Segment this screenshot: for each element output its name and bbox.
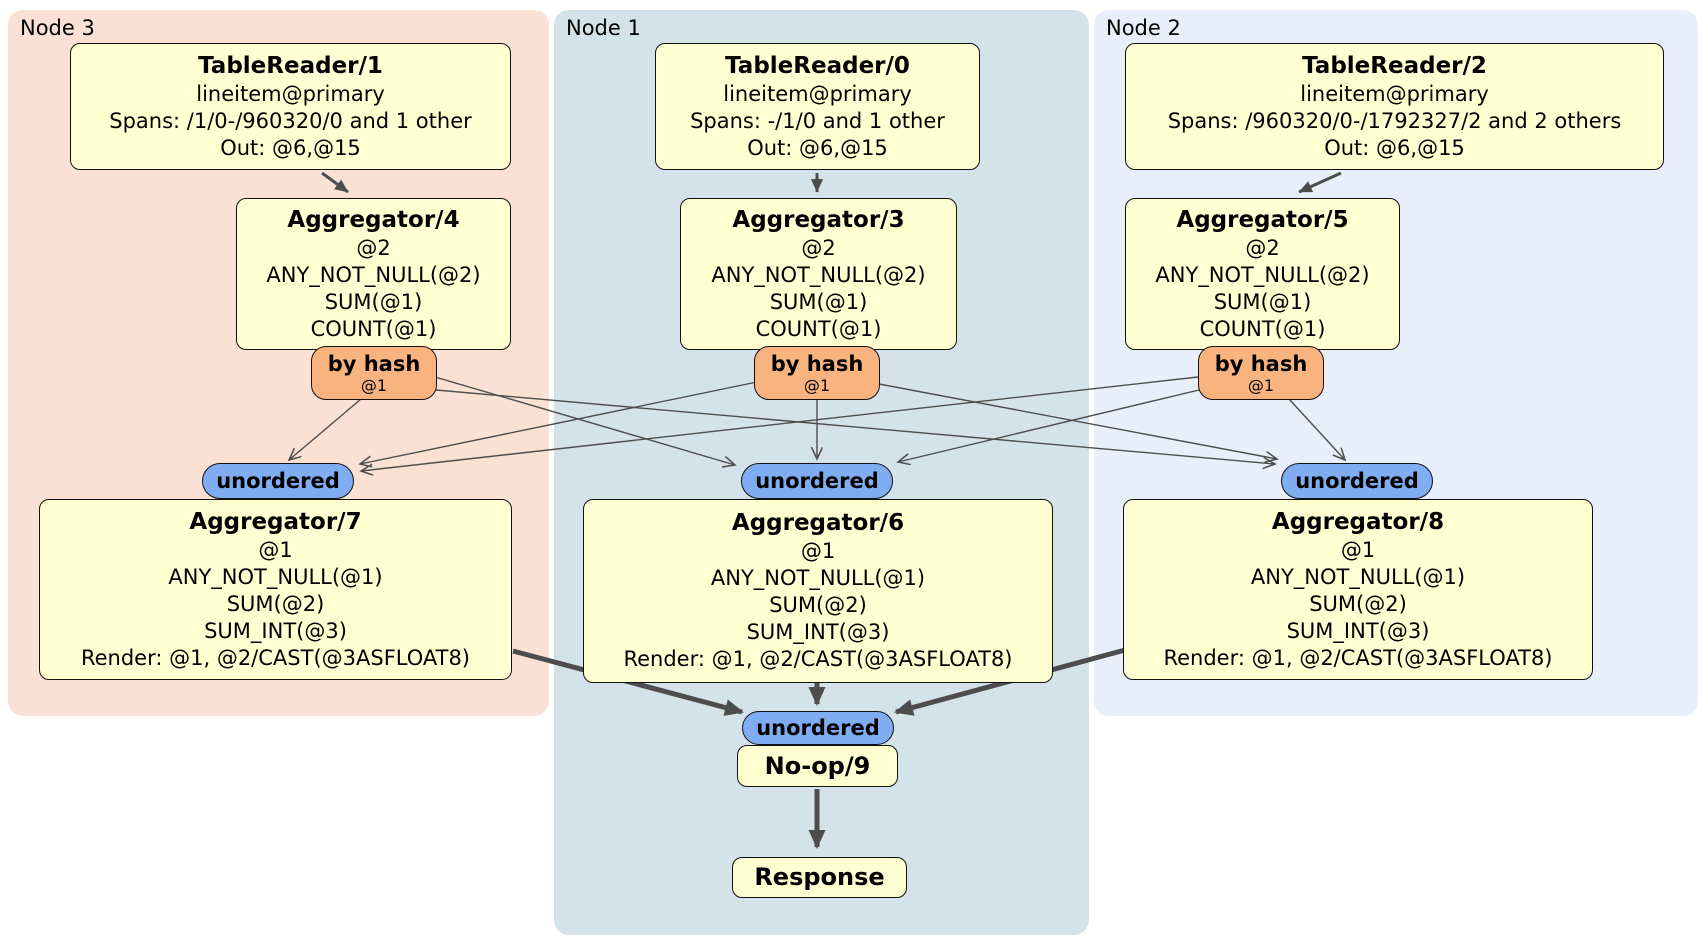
processor-title: Aggregator/3 <box>732 206 905 233</box>
processor-detail: ANY_NOT_NULL(@1) <box>168 564 383 589</box>
processor-detail: SUM(@1) <box>324 289 423 314</box>
processor-aggregator5: Aggregator/5 @2 ANY_NOT_NULL(@2) SUM(@1)… <box>1125 198 1400 350</box>
router-label: by hash <box>327 351 421 376</box>
processor-detail: @1 <box>258 537 293 562</box>
processor-title: Aggregator/6 <box>731 510 905 536</box>
stream-unordered-node3: unordered <box>202 463 354 499</box>
edge-byhash2-unordered2 <box>1288 398 1345 460</box>
processor-detail: ANY_NOT_NULL(@2) <box>1155 262 1370 287</box>
processor-detail: SUM(@1) <box>769 289 868 314</box>
edge-tablereader2-aggregator5 <box>1298 171 1342 194</box>
region-node2-label: Node 2 <box>1106 16 1181 40</box>
processor-detail: @2 <box>801 235 836 260</box>
processor-title: TableReader/1 <box>198 52 383 79</box>
processor-detail: @2 <box>1245 235 1280 260</box>
edge-byhash3-unordered1 <box>434 376 735 465</box>
processor-tablereader0: TableReader/0 lineitem@primary Spans: -/… <box>655 43 980 170</box>
processor-detail: @1 <box>1340 537 1376 562</box>
processor-aggregator4: Aggregator/4 @2 ANY_NOT_NULL(@2) SUM(@1)… <box>236 198 511 350</box>
processor-detail: COUNT(@1) <box>1199 316 1326 341</box>
processor-detail: lineitem@primary <box>196 81 385 106</box>
router-byhash-node1: by hash @1 <box>754 346 880 400</box>
processor-response: Response <box>732 857 907 898</box>
edge-byhash3-unordered3 <box>289 398 362 460</box>
processor-detail: SUM_INT(@3) <box>204 618 347 643</box>
stream-label: unordered <box>756 716 880 740</box>
processor-detail: Render: @1, @2/CAST(@3ASFLOAT8) <box>1163 645 1553 670</box>
router-label: by hash <box>1214 351 1308 376</box>
processor-detail: Spans: /1/0-/960320/0 and 1 other <box>109 108 472 133</box>
processor-detail: @2 <box>356 235 391 260</box>
region-node1-label: Node 1 <box>566 16 641 40</box>
router-byhash-node2: by hash @1 <box>1198 346 1324 400</box>
processor-title: TableReader/2 <box>1302 52 1487 79</box>
edge-byhash2-unordered3 <box>361 376 1199 471</box>
processor-detail: ANY_NOT_NULL(@1) <box>1250 564 1466 589</box>
processor-aggregator6: Aggregator/6 @1 ANY_NOT_NULL(@1) SUM(@2)… <box>583 499 1053 683</box>
processor-detail: Out: @6,@15 <box>747 135 888 160</box>
processor-title: Aggregator/7 <box>189 508 362 535</box>
processor-detail: ANY_NOT_NULL(@2) <box>266 262 481 287</box>
edge-byhash1-unordered3 <box>360 381 758 464</box>
processor-detail: COUNT(@1) <box>755 316 882 341</box>
processor-detail: Spans: /960320/0-/1792327/2 and 2 others <box>1167 108 1622 133</box>
processor-title: Response <box>754 863 885 891</box>
router-detail: @1 <box>1247 375 1275 395</box>
processor-detail: lineitem@primary <box>1300 81 1489 106</box>
processor-detail: Out: @6,@15 <box>220 135 361 160</box>
processor-title: Aggregator/4 <box>287 206 460 233</box>
stream-label: unordered <box>216 469 340 493</box>
stream-unordered-final: unordered <box>742 711 894 745</box>
processor-tablereader2: TableReader/2 lineitem@primary Spans: /9… <box>1125 43 1664 170</box>
processor-detail: ANY_NOT_NULL(@1) <box>710 566 926 590</box>
edge-tablereader1-aggregator4 <box>321 171 349 194</box>
stream-unordered-node1: unordered <box>741 463 893 499</box>
processor-detail: SUM_INT(@3) <box>746 620 890 644</box>
processor-detail: SUM(@2) <box>1309 591 1407 616</box>
processor-noop9: No-op/9 <box>737 745 898 787</box>
edge-byhash3-unordered2 <box>435 389 1275 464</box>
processor-title: TableReader/0 <box>725 52 910 79</box>
processor-detail: Render: @1, @2/CAST(@3ASFLOAT8) <box>623 647 1013 671</box>
processor-detail: COUNT(@1) <box>310 316 437 341</box>
router-detail: @1 <box>803 375 831 395</box>
stream-unordered-node2: unordered <box>1281 463 1433 499</box>
processor-detail: Out: @6,@15 <box>1324 135 1465 160</box>
processor-detail: SUM(@1) <box>1213 289 1312 314</box>
stream-label: unordered <box>755 469 879 493</box>
processor-detail: SUM_INT(@3) <box>1286 618 1430 643</box>
processor-tablereader1: TableReader/1 lineitem@primary Spans: /1… <box>70 43 511 170</box>
edge-byhash2-unordered1 <box>898 389 1200 462</box>
processor-detail: SUM(@2) <box>769 593 867 617</box>
router-label: by hash <box>770 351 864 376</box>
processor-detail: @1 <box>800 539 836 563</box>
router-byhash-node3: by hash @1 <box>311 346 437 400</box>
processor-title: Aggregator/5 <box>1176 206 1349 233</box>
processor-aggregator7: Aggregator/7 @1 ANY_NOT_NULL(@1) SUM(@2)… <box>39 499 512 680</box>
router-detail: @1 <box>360 375 388 395</box>
processor-detail: Render: @1, @2/CAST(@3ASFLOAT8) <box>80 645 471 670</box>
processor-detail: Spans: -/1/0 and 1 other <box>690 108 945 133</box>
region-node3-label: Node 3 <box>20 16 95 40</box>
stream-label: unordered <box>1295 469 1419 493</box>
edge-byhash1-unordered2 <box>878 383 1277 459</box>
processor-title: Aggregator/8 <box>1271 508 1445 535</box>
processor-title: No-op/9 <box>764 751 871 780</box>
processor-detail: lineitem@primary <box>723 81 912 106</box>
processor-detail: ANY_NOT_NULL(@2) <box>711 262 926 287</box>
processor-aggregator8: Aggregator/8 @1 ANY_NOT_NULL(@1) SUM(@2)… <box>1123 499 1593 680</box>
processor-aggregator3: Aggregator/3 @2 ANY_NOT_NULL(@2) SUM(@1)… <box>680 198 957 350</box>
processor-detail: SUM(@2) <box>226 591 325 616</box>
